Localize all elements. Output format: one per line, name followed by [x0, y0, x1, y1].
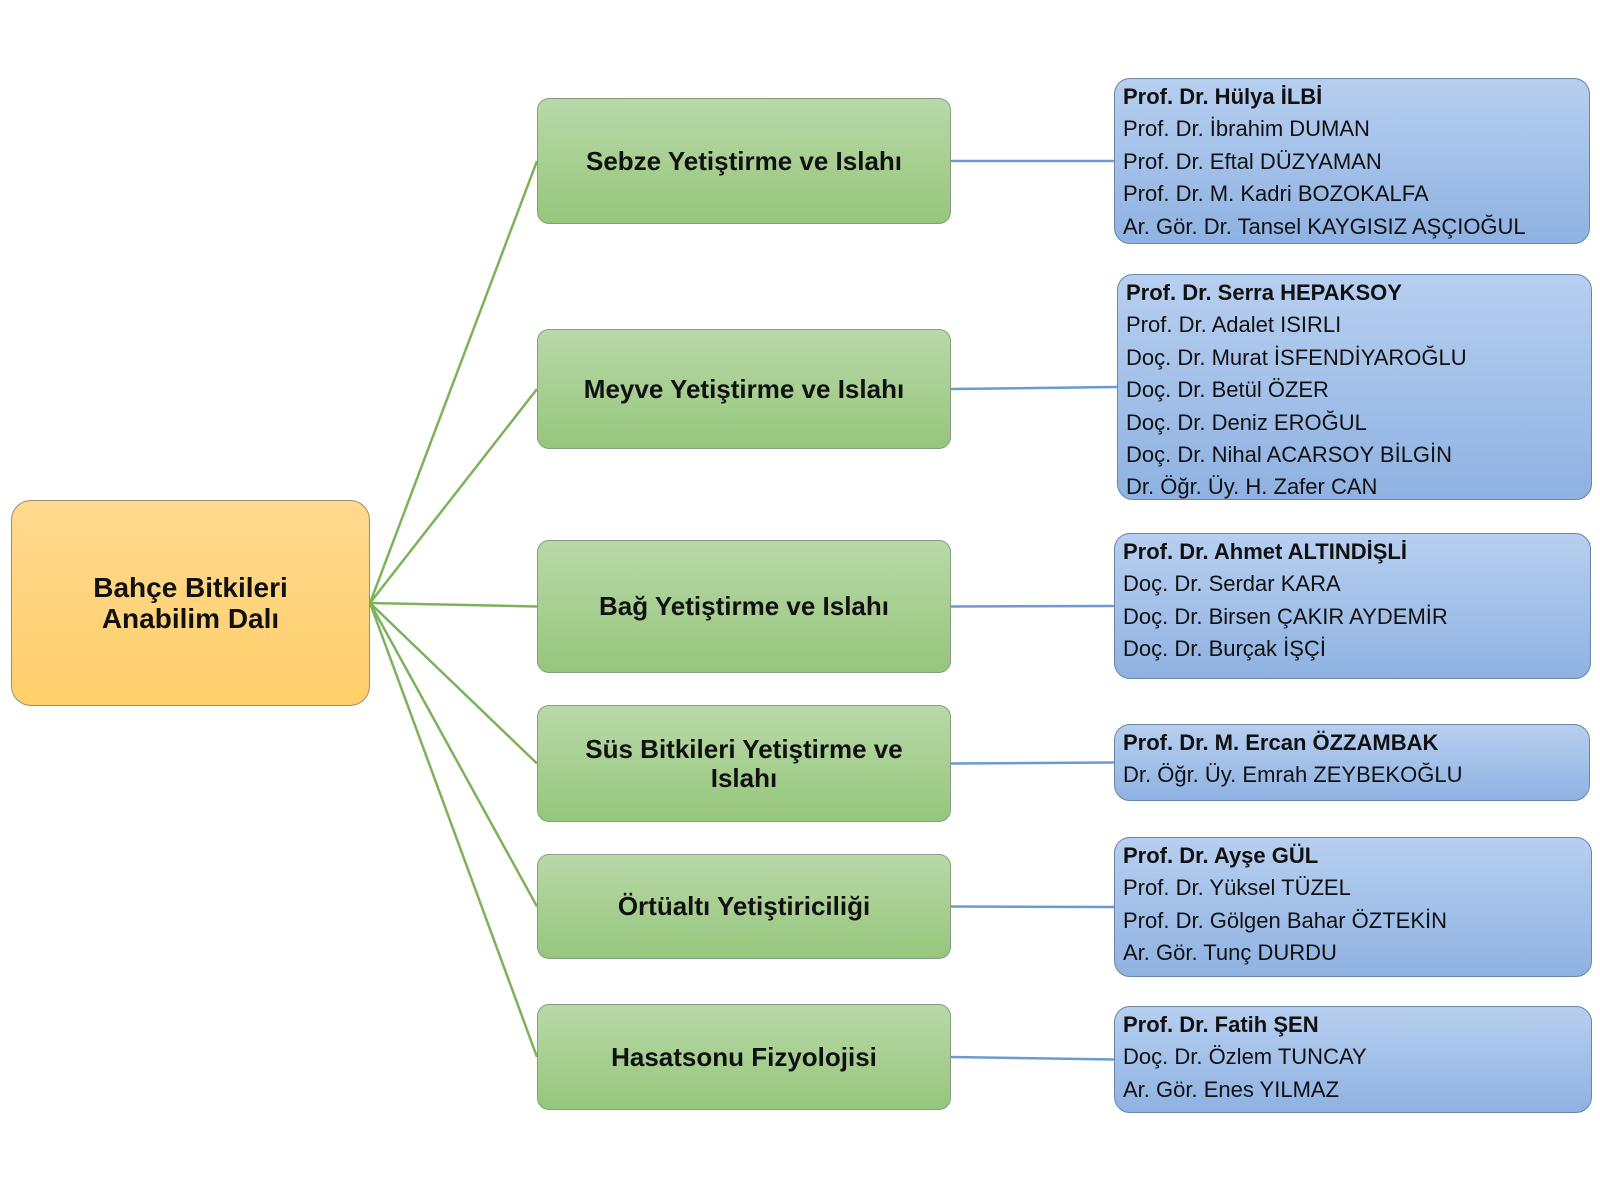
unit-box: Sebze Yetiştirme ve Islahı — [537, 98, 951, 224]
staff-member: Doç. Dr. Nihal ACARSOY BİLGİN — [1126, 441, 1453, 467]
unit-box: Meyve Yetiştirme ve Islahı — [537, 329, 951, 449]
unit-staff-connector — [950, 1055, 1115, 1061]
staff-member: Doç. Dr. Betül ÖZER — [1126, 377, 1329, 403]
unit-staff-connector — [950, 385, 1118, 391]
staff-head: Prof. Dr. Hülya İLBİ — [1123, 84, 1323, 109]
staff-member: Doç. Dr. Özlem TUNCAY — [1123, 1044, 1367, 1070]
department-unit-connector — [369, 601, 538, 608]
unit-box: Örtüaltı Yetiştiriciliği — [537, 854, 951, 959]
department-box: Bahçe Bitkileri Anabilim Dalı — [11, 500, 370, 706]
department-unit-connector — [368, 160, 539, 604]
department-title-line-1: Bahçe Bitkileri — [93, 572, 288, 603]
unit-name: Hasatsonu Fizyolojisi — [611, 1041, 877, 1072]
unit-box: Bağ Yetiştirme ve Islahı — [537, 540, 951, 673]
staff-member: Dr. Öğr. Üy. Emrah ZEYBEKOĞLU — [1123, 762, 1463, 788]
unit-name: Bağ Yetiştirme ve Islahı — [599, 591, 889, 621]
staff-list: Prof. Dr. Serra HEPAKSOY Prof. Dr. Adalet… — [1117, 274, 1592, 500]
department-title-line-2: Anabilim Dalı — [101, 603, 280, 634]
staff-head: Prof. Dr. M. Ercan ÖZZAMBAK — [1123, 730, 1439, 755]
department-unit-connector — [368, 602, 539, 908]
staff-member: Doç. Dr. Burçak İŞÇİ — [1123, 636, 1326, 662]
staff-member: Prof. Dr. Eftal DÜZYAMAN — [1123, 148, 1382, 174]
staff-list: Prof. Dr. M. Ercan ÖZZAMBAK Dr. Öğr. Üy. … — [1114, 724, 1590, 801]
staff-member: Doç. Dr. Murat İSFENDİYAROĞLU — [1126, 344, 1467, 370]
unit-name: Meyve Yetiştirme ve Islahı — [583, 373, 905, 404]
unit-name: Örtüaltı Yetiştiriciliği — [617, 891, 871, 921]
staff-member: Doç. Dr. Serdar KARA — [1123, 571, 1341, 597]
unit-staff-connector — [950, 761, 1115, 765]
department-unit-connector — [369, 388, 538, 604]
unit-staff-connector — [950, 905, 1115, 909]
staff-list: Prof. Dr. Ayşe GÜL Prof. Dr. Yüksel TÜZEL… — [1114, 837, 1592, 977]
department-unit-connector — [368, 602, 539, 1058]
staff-member: Prof. Dr. M. Kadri BOZOKALFA — [1123, 181, 1429, 207]
unit-name: Sebze Yetiştirme ve Islahı — [585, 145, 903, 176]
staff-member: Prof. Dr. Gölgen Bahar ÖZTEKİN — [1123, 907, 1448, 933]
staff-member: Ar. Gör. Tunç DURDU — [1123, 940, 1337, 966]
staff-head: Prof. Dr. Ayşe GÜL — [1123, 843, 1319, 868]
staff-member: Doç. Dr. Birsen ÇAKIR AYDEMİR — [1123, 603, 1448, 629]
unit-box: Hasatsonu Fizyolojisi — [537, 1004, 951, 1110]
staff-member: Doç. Dr. Deniz EROĞUL — [1126, 409, 1367, 435]
staff-member: Ar. Gör. Dr. Tansel KAYGISIZ AŞÇIOĞUL — [1123, 213, 1526, 239]
unit-box: Süs Bitkileri Yetiştirme ve Islahı — [537, 705, 951, 822]
staff-member: Ar. Gör. Enes YILMAZ — [1123, 1076, 1340, 1102]
unit-name: Süs Bitkileri Yetiştirme ve Islahı — [585, 733, 903, 793]
staff-member: Prof. Dr. İbrahim DUMAN — [1123, 116, 1370, 142]
staff-list: Prof. Dr. Ahmet ALTINDİŞLİ Doç. Dr. Serda… — [1114, 533, 1591, 679]
unit-staff-connector — [950, 604, 1115, 608]
staff-member: Dr. Öğr. Üy. H. Zafer CAN — [1126, 474, 1378, 500]
staff-list: Prof. Dr. Hülya İLBİ Prof. Dr. İbrahim DU… — [1114, 78, 1590, 244]
staff-member: Prof. Dr. Yüksel TÜZEL — [1123, 875, 1351, 901]
staff-head: Prof. Dr. Serra HEPAKSOY — [1126, 280, 1402, 305]
staff-list: Prof. Dr. Fatih ŞEN Doç. Dr. Özlem TUNCAY… — [1114, 1006, 1592, 1113]
staff-member: Prof. Dr. Adalet ISIRLI — [1126, 312, 1342, 338]
department-unit-connector — [369, 602, 538, 765]
staff-head: Prof. Dr. Fatih ŞEN — [1123, 1012, 1319, 1037]
staff-head: Prof. Dr. Ahmet ALTINDİŞLİ — [1123, 539, 1407, 564]
